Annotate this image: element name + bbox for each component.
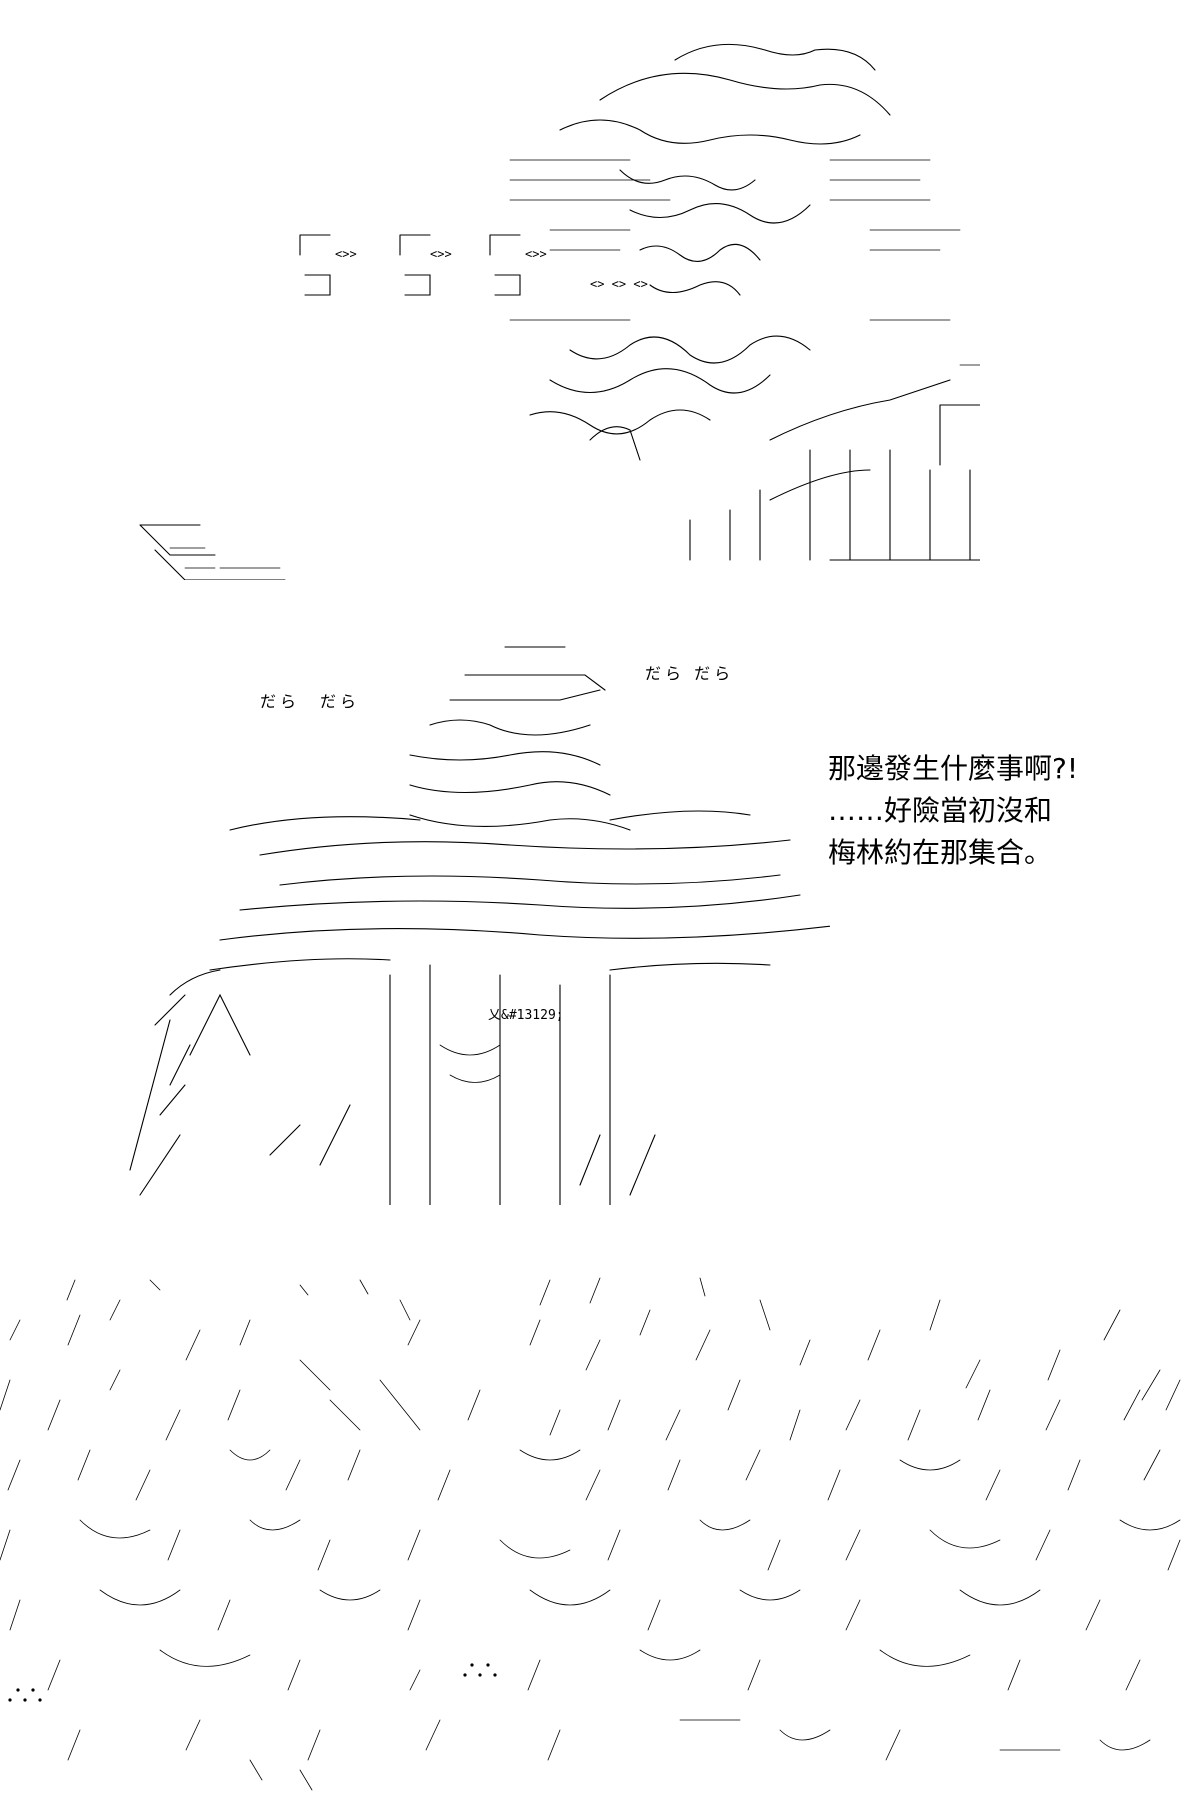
panel-3-ascii-motion-lines [0,1260,1200,1800]
svg-text:<>>: <>> [430,247,452,261]
sfx-dara-left: だら だら [260,692,361,711]
panel-1-art: <>> <>> <>> <> <> <> [139,43,980,580]
panel-1-ascii-scene: <>> <>> <>> <> <> <> [130,20,980,580]
svg-text:<>>: <>> [525,247,547,261]
sfx-dara-right: だら だら [645,664,735,683]
narration-line-3: 梅林約在那集合。 [828,836,1053,869]
narration-line-2: ……好險當初沒和 [828,794,1053,827]
svg-text:<> <> <>: <> <> <> [590,277,648,291]
panel-3-art [0,1277,1181,1791]
panel-2-ascii-character [110,615,830,1205]
svg-text:<>>: <>> [335,247,357,261]
stray-entity-text: 乂&#13129; [488,1008,564,1023]
narration-box: 那邊發生什麼事啊?! ……好險當初沒和 梅林約在那集合。 [828,748,1168,874]
panel-2-art [129,646,830,1205]
narration-line-1: 那邊發生什麼事啊?! [828,752,1079,785]
